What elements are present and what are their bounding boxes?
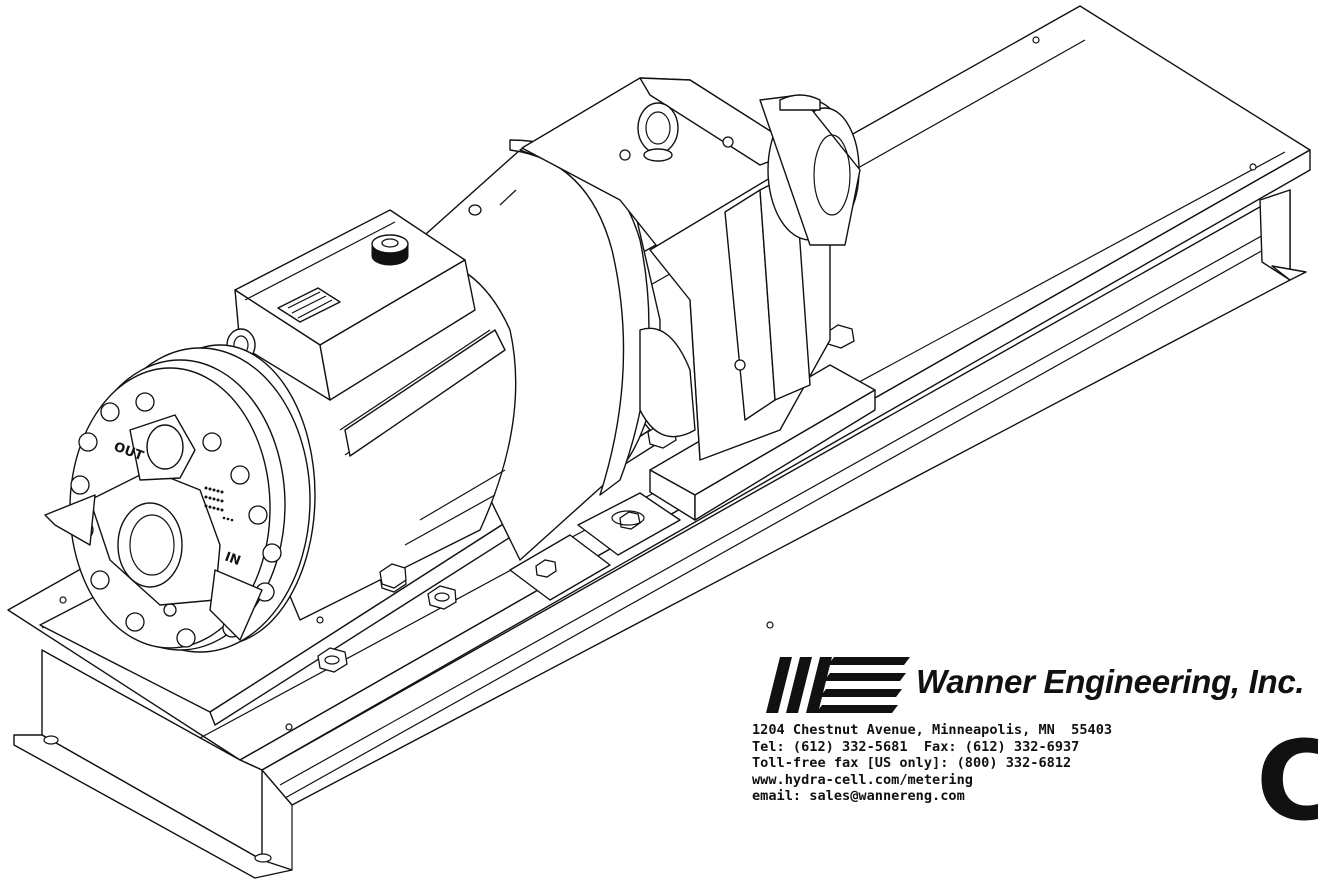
company-name: Wanner Engineering, Inc. [916,663,1305,700]
serial-marking [204,486,234,522]
phone-fax-line: Tel: (612) 332-5681 Fax: (612) 332-6937 [752,738,1080,755]
pump-head: OUT IN [45,345,315,652]
tollfree-fax-line: Toll-free fax [US only]: (800) 332-6812 [752,755,1072,771]
contact-block: 1204 Chestnut Avenue, Minneapolis, MN 55… [752,722,1112,805]
ce-mark-glyph: C [1258,727,1318,827]
address-line: 1204 Chestnut Avenue, Minneapolis, MN 55… [752,722,1113,738]
ce-certification-mark: C [1258,727,1318,827]
wanner-logo-icon [766,657,910,713]
adapter-plates [510,493,680,600]
port-in-label: IN [223,550,243,569]
gearbox [522,78,860,460]
email-link[interactable]: email: sales@wannereng.com [752,788,965,804]
website-link[interactable]: www.hydra-cell.com/metering [752,771,973,788]
